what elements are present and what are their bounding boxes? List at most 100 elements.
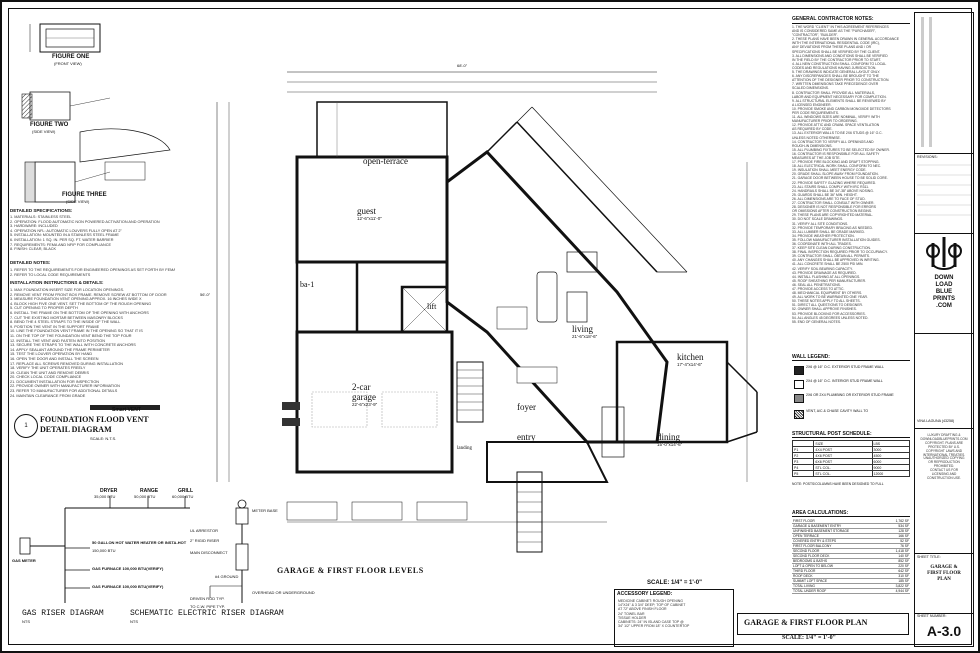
sheet-title-line: GARAGE & xyxy=(930,565,958,570)
electric-riser-nts: NTS xyxy=(130,619,138,624)
dining-name: dining xyxy=(657,432,681,442)
disclaimer-line: CONTACT US FOR xyxy=(929,468,959,473)
logo-text: DOWN LOAD BLUE PRINTS .COM xyxy=(915,275,973,310)
furnace1-label: GAS FURNACE 100,000 BTU(VERIFY) xyxy=(92,566,164,571)
area-value: 76 SF xyxy=(885,543,910,549)
post-schedule-title: STRUCTURAL POST SCHEDULE: xyxy=(792,431,910,438)
dining-table xyxy=(601,406,625,458)
general-note-line: A LICENSED ENGINEER. xyxy=(792,102,832,107)
island xyxy=(566,251,598,273)
guest-name: guest xyxy=(357,206,376,216)
bay-angle-1 xyxy=(726,361,758,393)
kitchen-name: kitchen xyxy=(677,352,704,362)
room-bath: ba-1 xyxy=(300,280,315,289)
wall-legend-text: 2X6 @ 16" O.C. EXTERIOR STUD FRAME WALL xyxy=(806,365,884,369)
general-note-line: 45. ROOF SHEATHING PER MANUFACTURER. xyxy=(792,278,866,283)
revisions-cell: REVISIONS: xyxy=(915,153,973,234)
general-note-line: 31. VERIFY ALL SITE CONDITIONS. xyxy=(792,221,849,226)
detail-number-bubble: 1 xyxy=(14,414,38,438)
area-value: 642 SF xyxy=(885,568,910,574)
disclaimer-line: PROHIBITED. xyxy=(933,464,955,469)
open-terrace-walls xyxy=(316,101,448,158)
entry-foyer-walls xyxy=(486,441,609,483)
general-note-line: ANY DEVIATIONS FROM THESE PLANS AND / OR xyxy=(792,45,872,50)
wall-swatch-chase xyxy=(794,410,804,419)
living-sofa xyxy=(536,271,558,323)
general-note-line: 20. GRADE SHALL SLOPE AWAY FROM FOUNDATI… xyxy=(792,172,879,177)
strap-detail-box xyxy=(104,161,146,181)
plan-title-box: GARAGE & FIRST FLOOR PLAN xyxy=(737,613,909,635)
general-note-line: SCALED DIMENSIONS. xyxy=(792,86,829,91)
general-note-line: 50. THESE NOTES APPLY TO ALL SHEETS. xyxy=(792,299,861,304)
riser-diagram-lines xyxy=(19,496,249,603)
area-label: GARAGE & BASEMENT ENTRY xyxy=(792,523,886,529)
bath-walls xyxy=(295,260,359,334)
note-box-2 xyxy=(516,366,558,384)
post-schedule-note: NOTE: POSTS/COLUMNS HAVE BEEN DESIGNED T… xyxy=(792,482,884,486)
wall-legend-row: VENT, A/C & CHASE CAVITY WALL TO xyxy=(792,408,910,420)
area-value: 140 SF xyxy=(885,553,910,559)
detailed-notes-heading: DETAILED NOTES: xyxy=(10,260,51,265)
note-box-1 xyxy=(496,306,528,330)
sheet-title-line: PLAN xyxy=(937,577,951,582)
general-note-line: ROUGH-IN DIMENSIONS. xyxy=(792,143,833,148)
plan-level-title: GARAGE & FIRST FLOOR LEVELS xyxy=(277,566,424,575)
sheet-number-cell: SHEET NUMBER: A-3.0 xyxy=(915,613,973,645)
logo-text-line: LOAD xyxy=(935,282,953,288)
disclaimer-line: CONSTRUCTION USE. xyxy=(926,475,961,480)
general-note-line: "CONTRACTOR", "BUILDER". xyxy=(792,33,839,38)
figure-three-label: FIGURE THREE xyxy=(62,192,107,198)
revision-lines xyxy=(917,164,971,216)
general-note-line: MANUFACTURER PRIOR TO ORDERING. xyxy=(792,119,858,124)
general-note-line: 13. ALL EXTERIOR WALLS TO BE 2X6 STUDS @… xyxy=(792,131,883,136)
accessory-line: 24" TOWEL BAR xyxy=(618,611,645,616)
logo-text-line: DOWN xyxy=(934,275,954,281)
title-block: REVISIONS: DOWN LOAD BLUE PRINTS xyxy=(914,12,974,647)
copyright-vertical-text xyxy=(921,17,932,147)
electric-riser-title: SCHEMATIC ELECTRIC RISER DIAGRAM xyxy=(130,609,284,618)
cold-pipe-label: TO C.W. PIPE TYP. xyxy=(190,604,225,609)
area-label: SECOND FLOOR xyxy=(792,548,886,554)
coffee-table xyxy=(566,291,588,323)
general-note-line: 42. VERIFY SOIL BEARING CAPACITY. xyxy=(792,266,853,271)
general-note-line: SPECIFICATIONS SHALL BE VERIFIED BY THE … xyxy=(792,49,881,54)
general-notes-body: 1. THE WORD "CLIENT" IN THIS AGREEMENT R… xyxy=(792,25,910,350)
accessory-line: CABINETS: 24" IN ISLAND CASE TOP @ xyxy=(618,620,684,625)
vent-section-leader xyxy=(74,171,111,183)
flood-vent-figures xyxy=(21,23,171,410)
area-label: SECOND FLOOR DECK xyxy=(792,553,886,559)
area-label: ROOF DECK xyxy=(792,573,886,579)
room-open-terrace: open-terrace xyxy=(363,156,408,166)
note-box-4 xyxy=(351,501,403,521)
wall-swatch-interior xyxy=(794,380,804,389)
area-label: THIRD FLOOR xyxy=(792,568,886,574)
wall-swatch-plumbing xyxy=(794,394,804,403)
sheet-title-label: SHEET TITLE: xyxy=(917,555,941,559)
living-name: living xyxy=(572,324,594,334)
garage-dimension: 22'-6"x23'-9" xyxy=(352,402,378,407)
logo-text-line: BLUE xyxy=(935,289,953,295)
living-dimension: 21'-6"x18'-6" xyxy=(572,334,598,339)
installation-heading: INSTALLATION INSTRUCTIONS & DETAILS: xyxy=(10,280,104,285)
disclaimer-line: PROTECTED BY U.S. xyxy=(928,444,960,449)
area-value: 220 SF xyxy=(885,563,910,569)
detailed-notes-text: 1. REFER TO THE REQUIREMENTS FOR ENGINEE… xyxy=(10,268,175,277)
dining-dimension: 15'-0"x14'-6" xyxy=(657,442,683,447)
general-note-line: AS REQUIRED BY CODE. xyxy=(792,127,833,132)
accessory-legend-title: ACCESSORY LEGEND: xyxy=(617,591,673,597)
ul-arrestor-label: UL ARRESTOR xyxy=(190,528,219,533)
floor-plan-drawing xyxy=(216,71,758,553)
detailed-specs-text: 1. MATERIALS: STAINLESS STEEL 2. OPERATI… xyxy=(10,215,160,252)
sheet-title: GARAGE & FIRST FLOOR PLAN xyxy=(915,565,973,583)
general-note-line: 14. CONTRACTOR TO VERIFY ALL OPENINGS AN… xyxy=(792,139,874,144)
accessory-line: 34" 1/2" UPPER FROM 18" X COUNTERTOP xyxy=(618,624,690,629)
wall-legend-text: 2X6 OR 2X4 PLUMBING OR EXTERIOR STUD FRA… xyxy=(806,393,894,397)
area-value: 185 SF xyxy=(885,578,910,584)
